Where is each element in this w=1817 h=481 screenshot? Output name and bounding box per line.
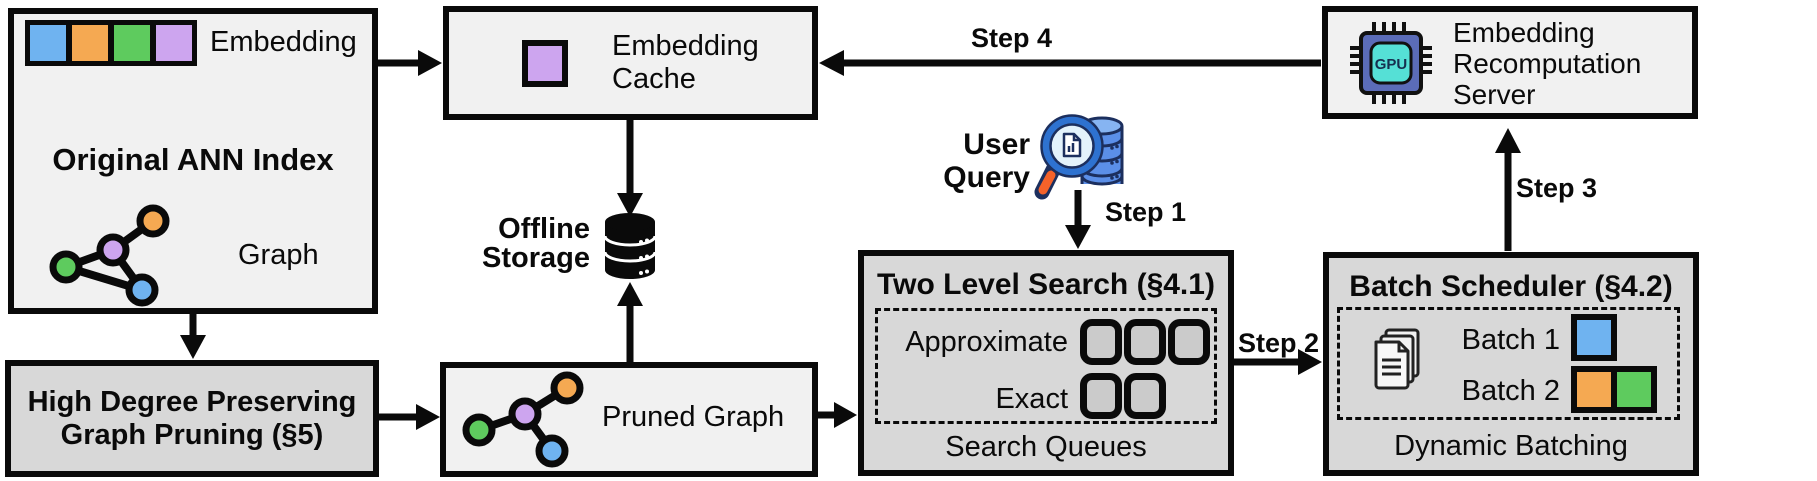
original-ann-index-box: Embedding Original ANN Index Graph <box>8 8 378 314</box>
embedding-cell-orange <box>72 25 108 61</box>
dynamic-batching-footer: Dynamic Batching <box>1394 430 1628 462</box>
batch1-cell-blue <box>1577 320 1611 355</box>
storage-label-line2: Storage <box>482 242 590 274</box>
dynamic-batching-dashed-box: Batch 1 Batch 2 <box>1337 307 1680 420</box>
step2-label: Step 2 <box>1238 328 1320 358</box>
pruned-graph-box: Pruned Graph <box>440 362 818 477</box>
step4-label: Step 4 <box>971 23 1053 53</box>
arrowhead <box>418 50 442 76</box>
cached-embedding-icon <box>522 40 568 87</box>
magnifier-icon <box>1034 114 1104 200</box>
exact-label: Exact <box>995 383 1068 415</box>
batch2-cell-green <box>1617 372 1651 407</box>
server-label-line1: Embedding <box>1453 17 1595 48</box>
queue-slot <box>1080 373 1122 419</box>
queue-slot <box>1124 373 1166 419</box>
pruned-graph-label: Pruned Graph <box>602 401 785 433</box>
pruned-graph-icon <box>462 371 584 468</box>
embedding-vector-icon <box>25 20 197 66</box>
embedding-label: Embedding <box>210 26 357 58</box>
batch1-squares <box>1571 314 1617 361</box>
storage-label-line1: Offline <box>498 213 590 245</box>
graph-node-purple <box>96 233 130 267</box>
approximate-label: Approximate <box>905 326 1068 358</box>
search-queues-footer: Search Queues <box>945 431 1147 463</box>
batch-scheduler-title: Batch Scheduler (§4.2) <box>1349 270 1673 303</box>
queue-slot <box>1168 319 1210 365</box>
two-level-search-box: Two Level Search (§4.1) Approximate Exac… <box>858 250 1234 476</box>
graph-node-green <box>462 413 496 447</box>
arrowhead <box>1495 128 1521 153</box>
graph-node-orange <box>136 204 170 238</box>
batch1-label: Batch 1 <box>1461 324 1560 356</box>
search-queues-dashed-box: Approximate Exact <box>875 308 1217 424</box>
queue-slot <box>1124 319 1166 365</box>
pruning-title-line2: Graph Pruning (§5) <box>60 418 324 451</box>
batch2-label: Batch 2 <box>1461 375 1560 407</box>
batch2-squares <box>1571 366 1657 413</box>
graph-node-blue <box>535 434 569 468</box>
embedding-cell-blue <box>30 25 66 61</box>
cache-label-line2: Cache <box>612 63 696 95</box>
cache-cell-purple <box>528 46 562 81</box>
arrowhead <box>1065 225 1091 249</box>
queue-slot <box>1080 319 1122 365</box>
ann-index-title: Original ANN Index <box>52 142 334 177</box>
arrowhead <box>180 335 206 359</box>
approximate-queue-slots <box>1080 319 1210 365</box>
embedding-cell-green <box>114 25 150 61</box>
arrowhead <box>819 50 844 76</box>
graph-node-green <box>49 250 83 284</box>
graph-node-purple <box>508 397 542 431</box>
graph-node-orange <box>550 371 584 405</box>
exact-queue-slots <box>1080 373 1166 419</box>
server-label-line2: Recomputation <box>1453 48 1642 79</box>
arrowhead <box>416 404 440 430</box>
server-label-line3: Server <box>1453 79 1536 110</box>
step1-label: Step 1 <box>1105 197 1187 227</box>
step3-label: Step 3 <box>1516 173 1598 203</box>
documents-icon <box>1374 328 1420 390</box>
original-graph-icon <box>49 204 170 307</box>
pruning-title-line1: High Degree Preserving <box>27 385 357 418</box>
arrowhead <box>834 402 857 428</box>
user-query-icon <box>1034 114 1124 200</box>
user-query-label: User Query <box>943 128 1030 194</box>
batch2-cell-orange <box>1577 372 1611 407</box>
gpu-chip-label: GPU <box>1375 56 1408 73</box>
batch-scheduler-box: Batch Scheduler (§4.2) Batch 1 Batch 2 D… <box>1323 252 1699 476</box>
embedding-cache-box: Embedding Cache <box>443 6 818 120</box>
graph-node-blue <box>125 273 159 307</box>
graph-pruning-box: High Degree Preserving Graph Pruning (§5… <box>5 360 379 477</box>
two-level-search-title: Two Level Search (§4.1) <box>877 268 1215 301</box>
arrowhead <box>617 282 643 306</box>
recompute-server-box: GPU Embedding Recomputation Server <box>1322 6 1698 119</box>
embedding-cell-purple <box>156 25 192 61</box>
gpu-chip-icon: GPU <box>1350 22 1432 104</box>
cache-label-line1: Embedding <box>612 30 759 62</box>
graph-label: Graph <box>238 239 319 271</box>
database-storage-icon <box>603 213 657 279</box>
